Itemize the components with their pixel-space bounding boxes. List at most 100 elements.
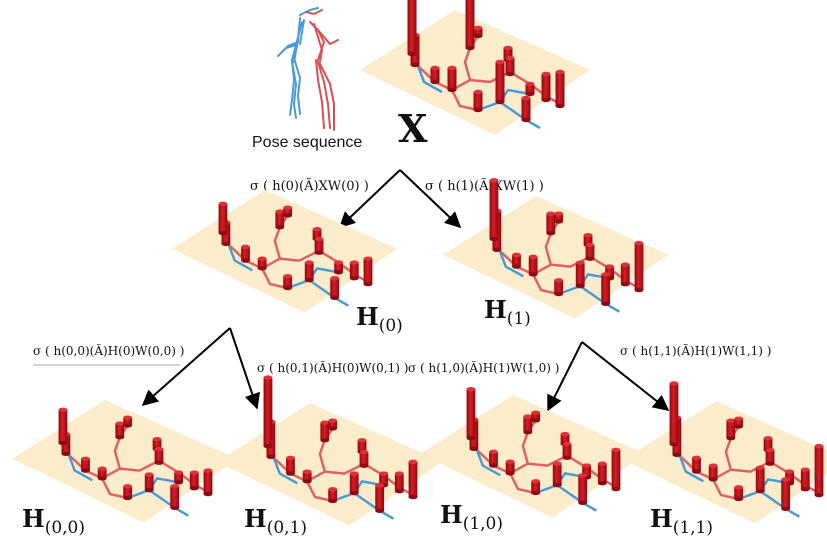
skeleton-red-bones (499, 220, 640, 296)
arrow-x-to-h0 (338, 169, 401, 229)
joint-cylinder (218, 201, 228, 236)
node-label-h00: H(0,0) (22, 504, 85, 538)
panel-plane (12, 400, 238, 523)
arrow-h1-to-h10 (547, 341, 583, 412)
tree-arrows (141, 169, 670, 412)
skeleton-red-bones (228, 214, 369, 290)
joint-cylinder (241, 244, 250, 263)
joint-cylinder (466, 386, 476, 441)
skeleton-panel-h0 (172, 190, 398, 313)
joint-cylinder (634, 240, 644, 293)
joint-cylinder (708, 463, 718, 482)
skeleton-panel-x (360, 0, 590, 135)
joint-cylinder (692, 455, 701, 474)
skeleton-panel-h1 (443, 178, 669, 319)
joint-cylinder (765, 447, 775, 466)
edge-label-l0: σ ( h(0)(Ã)XW(0) ) (250, 178, 369, 194)
joint-cylinder (611, 447, 621, 492)
joint-cylinder (189, 470, 199, 491)
pose-sequence-label: Pose sequence (252, 134, 362, 151)
skeleton-panel-h01 (217, 375, 443, 526)
joint-cylinder (123, 415, 133, 428)
joint-cylinder (334, 260, 344, 275)
joint-cylinder (597, 461, 607, 486)
joint-cylinder (734, 416, 744, 429)
joint-cylinder (408, 459, 418, 500)
node-label-h10-sub: (1,0) (463, 514, 503, 534)
joint-cylinder (203, 468, 213, 497)
joint-cylinder (601, 272, 611, 306)
joint-cylinder (330, 276, 340, 300)
joint-cylinder (320, 420, 330, 443)
joint-cylinder (97, 466, 107, 481)
joint-cylinder (349, 471, 359, 496)
root-node-x: X (398, 106, 428, 151)
skeleton-red-bones (68, 424, 209, 500)
joint-cylinder (505, 459, 515, 476)
joint-cylinder (407, 0, 417, 57)
joint-cylinder (620, 262, 630, 287)
joint-cylinder (302, 469, 312, 484)
node-label-h1-sub: (1) (507, 309, 531, 329)
node-label-h0: H(0) (356, 302, 403, 336)
node-label-h10-main: H (440, 500, 463, 529)
joint-cylinder (144, 472, 154, 493)
node-label-h1: H(1) (484, 295, 531, 329)
edge-label-l01: σ ( h(0,1)(Ã)H(0)W(0,1) ) (257, 360, 408, 375)
joint-cylinder (170, 484, 180, 510)
skeleton-red-bones (679, 425, 820, 501)
node-label-h11: H(1,1) (650, 504, 713, 538)
joint-cylinder (489, 449, 498, 468)
edge-label-l10: σ ( h(1,0)(Ã)H(1)W(1,0) ) (408, 360, 559, 375)
joint-cylinder (489, 178, 499, 242)
joint-cylinder (115, 421, 125, 440)
joint-cylinder (554, 278, 564, 297)
joint-cylinder (359, 449, 369, 468)
joint-cylinder (349, 260, 359, 281)
node-label-h1-main: H (484, 295, 507, 324)
skeleton-red-bones (273, 427, 414, 503)
arrow-h1-to-h11 (581, 341, 670, 411)
arrow-x-to-h1 (399, 169, 462, 229)
edge-label-l00: σ ( h(0,0)(Ã)H(0)W(0,0) ) (33, 343, 184, 358)
joint-cylinder (314, 236, 324, 255)
joint-cylinder (555, 69, 565, 109)
joint-cylinder (154, 446, 164, 465)
joint-cylinder (375, 483, 385, 513)
node-label-h10: H(1,0) (440, 500, 503, 534)
joint-cylinder (473, 89, 483, 113)
joint-cylinder (58, 407, 68, 446)
joint-cylinder (726, 418, 736, 441)
joint-cylinder (283, 205, 293, 218)
node-label-h11-sub: (1,1) (673, 518, 713, 538)
joint-cylinder (81, 456, 90, 473)
joint-cylinder (669, 381, 679, 447)
joint-cylinder (755, 465, 765, 494)
node-label-h01-sub: (0,1) (267, 518, 307, 538)
joint-cylinder (304, 260, 314, 283)
joint-cylinder (546, 211, 556, 236)
joint-cylinder (575, 260, 585, 289)
joint-cylinder (554, 211, 564, 224)
node-label-h0-main: H (356, 302, 379, 331)
joint-cylinder (525, 81, 535, 97)
joint-cylinder (521, 95, 531, 123)
node-label-h01-main: H (244, 504, 267, 533)
skeleton-panel-h11 (623, 381, 827, 524)
joint-cylinder (531, 479, 541, 496)
node-label-h00-sub: (0,0) (45, 518, 85, 538)
joint-cylinder (394, 471, 404, 494)
joint-cylinder (275, 209, 285, 230)
node-label-h01: H(0,1) (244, 504, 307, 538)
joint-cylinder (473, 25, 483, 39)
skeleton-red-bones (476, 419, 617, 495)
skeleton-panel-h00 (12, 400, 238, 523)
pose-sequence-figure: Pose sequence (252, 7, 362, 151)
joint-cylinder (286, 455, 295, 476)
joint-cylinder (283, 274, 293, 291)
joint-cylinder (552, 461, 562, 488)
joint-cylinder (814, 443, 824, 498)
joint-cylinder (585, 242, 595, 261)
joint-cylinder (328, 418, 338, 431)
